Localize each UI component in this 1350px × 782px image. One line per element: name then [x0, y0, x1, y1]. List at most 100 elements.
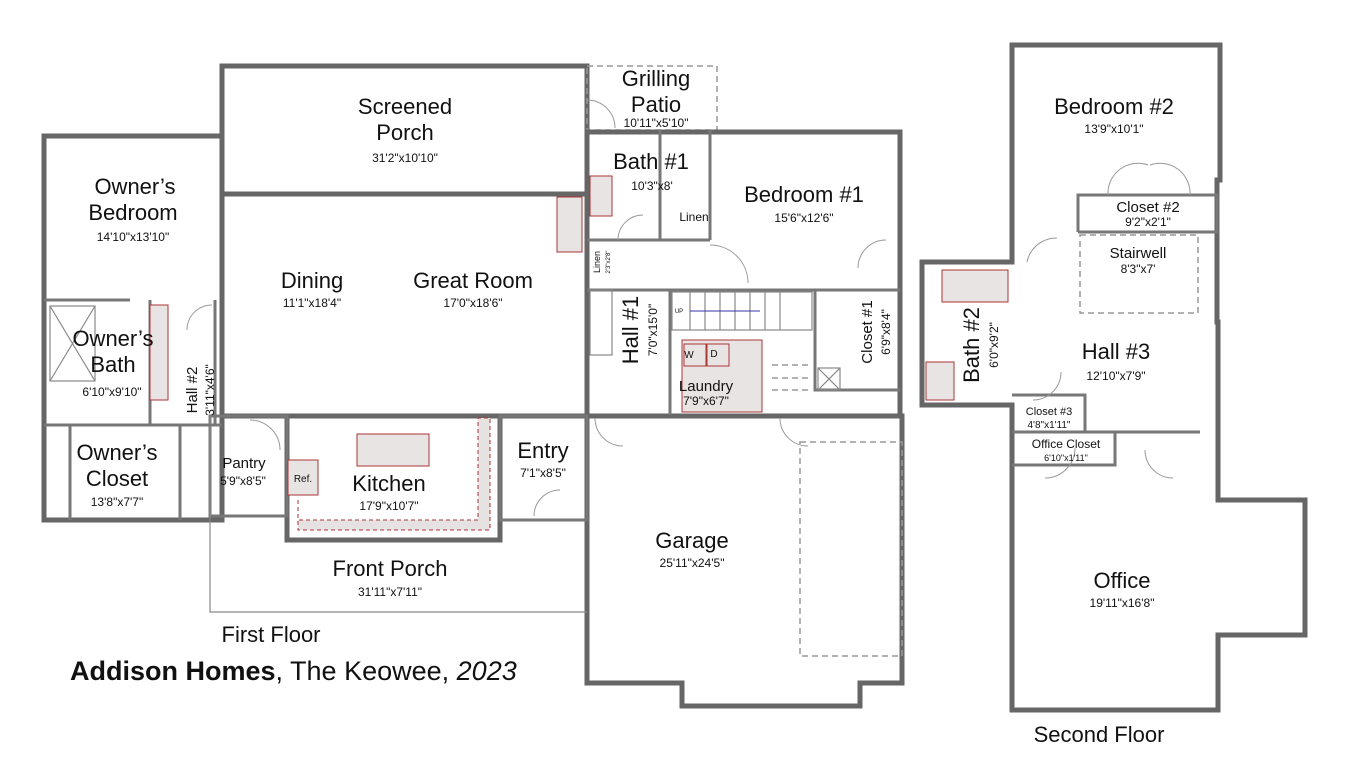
plan-title: Addison Homes, The Keowee, 2023	[70, 656, 517, 686]
hall-3-name: Hall #3	[1082, 339, 1150, 364]
stairwell-dims: 8'3"x7'	[1121, 262, 1156, 276]
bath-1-vanity	[589, 175, 613, 217]
garage-name: Garage	[655, 528, 728, 553]
garage-dims: 25'11"x24'5"	[660, 556, 725, 570]
bath-2-dims: 6'0"x9'2"	[987, 322, 1001, 368]
kitchen-dims: 17'9"x10'7"	[359, 499, 418, 513]
screened-porch-name-2: Porch	[376, 120, 433, 145]
entry-wall	[498, 414, 589, 522]
first-floor-labels: Screened Porch 31'2"x10'10" Grilling Pat…	[72, 66, 893, 647]
office-name: Office	[1093, 568, 1150, 593]
hall-1-dims: 7'0"x15'0"	[646, 304, 660, 356]
laundry-name: Laundry	[679, 378, 734, 395]
front-porch-outline	[209, 416, 587, 613]
office-dims: 19'11"x16'8"	[1090, 596, 1155, 610]
kitchen-name: Kitchen	[352, 471, 425, 496]
owners-closet-dims: 13'8"x7'7"	[91, 495, 143, 509]
dining-name: Dining	[281, 268, 343, 293]
pantry-dims: 5'9"x8'5"	[220, 474, 266, 488]
owners-bedroom-name-2: Bedroom	[88, 200, 177, 225]
garage-door-outline	[799, 441, 903, 657]
owners-bath-name-2: Bath	[90, 352, 135, 377]
laundry-dims: 7'9"x6'7"	[683, 394, 729, 408]
grilling-patio-outline	[586, 65, 718, 131]
owners-closet-name-1: Owner’s	[76, 440, 157, 465]
hall-3-dims: 12'10"x7'9"	[1086, 369, 1145, 383]
office-closet-name: Office Closet	[1032, 437, 1101, 451]
kitchen-counter	[297, 417, 491, 531]
bath-1-dims: 10'3"x8'	[631, 179, 673, 193]
grilling-patio-name-2: Patio	[631, 92, 681, 117]
refrigerator	[287, 459, 319, 496]
grilling-patio-dims: 10'11"x5'10"	[624, 116, 689, 130]
mechanical-chase	[817, 367, 841, 391]
dining-dims: 11'1"x18'4"	[283, 296, 341, 310]
hall-2-name: Hall #2	[184, 367, 201, 414]
stairs-up-label: UP	[675, 309, 683, 315]
front-porch-name: Front Porch	[333, 556, 448, 581]
great-room-wall	[219, 191, 590, 419]
second-floor-outline	[919, 42, 1308, 713]
second-floor-caption: Second Floor	[1034, 722, 1165, 747]
stairwell-name: Stairwell	[1110, 245, 1167, 262]
bath-2-vanity	[925, 361, 955, 401]
builder-name: Addison Homes	[70, 656, 276, 686]
bath-2-tub	[941, 269, 1009, 303]
washer	[683, 343, 707, 367]
dryer-label: D	[710, 349, 717, 360]
entry-dims: 7'1"x8'5"	[520, 466, 566, 480]
hall-1-name: Hall #1	[618, 296, 643, 364]
bath-1-walls	[587, 130, 712, 242]
closet-2-dims: 9'2"x2'1"	[1125, 215, 1171, 229]
first-floor-caption: First Floor	[222, 622, 321, 647]
owners-bedroom-name-1: Owner’s	[94, 174, 175, 199]
grilling-patio-name-1: Grilling	[622, 66, 690, 91]
great-room-counter	[556, 196, 583, 253]
hall-2-dims: 3'11"x4'6"	[203, 364, 217, 416]
title-separator: ,	[276, 656, 291, 686]
dryer	[706, 343, 730, 367]
great-room-dims: 17'0"x18'6"	[443, 296, 502, 310]
bath-1-name: Bath #1	[613, 149, 689, 174]
refrigerator-label: Ref.	[294, 474, 312, 485]
owners-shower	[49, 305, 96, 382]
second-floor-labels: Bedroom #2 13'9"x10'1" Closet #2 9'2"x2'…	[959, 94, 1180, 747]
staircase	[671, 291, 813, 391]
linen-a-name: Linen	[679, 210, 708, 224]
bedroom-2-name: Bedroom #2	[1054, 94, 1174, 119]
washer-label: W	[684, 350, 694, 361]
owners-vanity	[149, 304, 169, 401]
closet-2-name: Closet #2	[1116, 199, 1179, 216]
front-porch-dims: 31'11"x7'11"	[358, 585, 422, 599]
owners-bath-walls	[44, 298, 222, 427]
linen-b-dims: 2'3"x2'8"	[606, 251, 612, 274]
model-name: The Keowee,	[290, 656, 457, 686]
screened-porch-name-1: Screened	[358, 94, 452, 119]
great-room-name: Great Room	[413, 268, 533, 293]
owners-closet-walls	[68, 425, 182, 520]
hall-1-bench	[589, 289, 613, 356]
pantry-name: Pantry	[222, 455, 266, 472]
bedroom-1-dims: 15'6"x12'6"	[774, 211, 833, 225]
door-swings	[186, 99, 887, 517]
closet-1-dims: 6'9"x8'4"	[879, 309, 893, 355]
door-swings-2	[1026, 162, 1191, 479]
year: 2023	[456, 656, 517, 686]
office-closet-dims: 6'10"x1'11"	[1044, 453, 1088, 463]
second-floor-walls	[919, 42, 1308, 713]
first-floor-walls	[41, 63, 905, 709]
closet-3-name: Closet #3	[1026, 406, 1072, 418]
bath-2-name: Bath #2	[959, 307, 984, 383]
garage-wall	[584, 413, 905, 709]
entry-name: Entry	[517, 438, 568, 463]
linen-b-name: Linen	[592, 251, 602, 273]
bedroom-1-name: Bedroom #1	[744, 182, 864, 207]
stairwell-outline	[1079, 234, 1199, 314]
owners-bath-dims: 6'10"x9'10"	[82, 385, 141, 399]
closet-2-walls	[1076, 193, 1219, 234]
hall-1-walls	[587, 288, 900, 415]
screened-porch-dims: 31'2"x10'10"	[372, 151, 438, 165]
owners-bedroom-dims: 14'10"x13'10"	[97, 230, 170, 244]
